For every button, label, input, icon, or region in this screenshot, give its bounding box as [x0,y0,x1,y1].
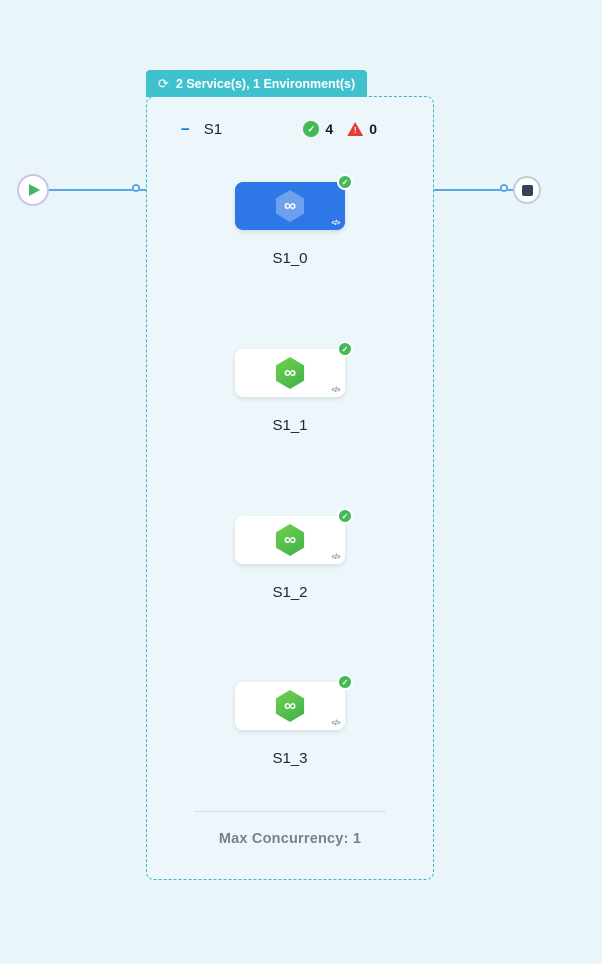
status-success-icon: ✓ [337,341,353,357]
code-icon: </> [331,387,340,394]
service-step-card[interactable]: ∞ ✓ </> [235,341,353,397]
error-count: 0 [369,121,377,137]
loop-icon: ⟳ [158,76,169,91]
infinity-icon: ∞ [283,195,297,215]
code-icon: </> [331,220,340,227]
success-check-icon: ✓ [303,121,320,137]
code-icon: </> [331,720,340,727]
pipeline-node: ∞ ✓ </> S1_1 [235,341,353,434]
stop-icon [521,184,533,196]
collapse-toggle-icon[interactable]: − [181,120,190,138]
status-success-icon: ✓ [337,674,353,690]
services-banner[interactable]: ⟳ 2 Service(s), 1 Environment(s) [146,70,368,97]
node-label: S1_0 [272,250,308,267]
end-node[interactable] [513,176,541,204]
service-hexagon-icon: ∞ [275,690,305,722]
connector-line-right [434,189,513,191]
stage-header: − S1 ✓ 4 ! 0 [147,117,433,141]
node-label: S1_3 [272,750,308,767]
success-count: 4 [325,121,334,137]
service-step-card[interactable]: ∞ ✓ </> [235,508,353,564]
status-success-icon: ✓ [337,174,353,190]
play-icon [29,184,40,196]
infinity-icon: ∞ [283,362,297,382]
service-hexagon-icon: ∞ [275,190,305,222]
status-counts: ✓ 4 ! 0 [303,121,377,137]
pipeline-node: ∞ ✓ </> S1_2 [235,508,353,601]
service-hexagon-icon: ∞ [275,524,305,556]
code-icon: </> [331,554,340,561]
pipeline-node: ∞ ✓ </> S1_3 [235,674,353,767]
infinity-icon: ∞ [283,695,297,715]
connector-dot-right [500,184,508,192]
pipeline-node: ∞ ✓ </> S1_0 [235,174,353,267]
start-node[interactable] [17,174,49,206]
connector-line-left [49,189,146,191]
stage-group: − S1 ✓ 4 ! 0 ∞ ✓ </> S1_0 [146,96,434,880]
connector-dot-left [132,184,140,192]
service-step-card[interactable]: ∞ ✓ </> [235,674,353,730]
node-label: S1_1 [272,417,308,434]
error-warning-icon: ! [347,122,364,136]
max-concurrency-label: Max Concurrency: 1 [218,831,362,847]
banner-label: 2 Service(s), 1 Environment(s) [175,76,356,91]
node-label: S1_2 [272,584,308,601]
service-step-card[interactable]: ∞ ✓ </> [235,174,353,230]
infinity-icon: ∞ [283,529,297,549]
stage-name: S1 [203,120,223,138]
service-hexagon-icon: ∞ [275,357,305,389]
status-success-icon: ✓ [337,508,353,524]
footer-divider [194,811,386,812]
